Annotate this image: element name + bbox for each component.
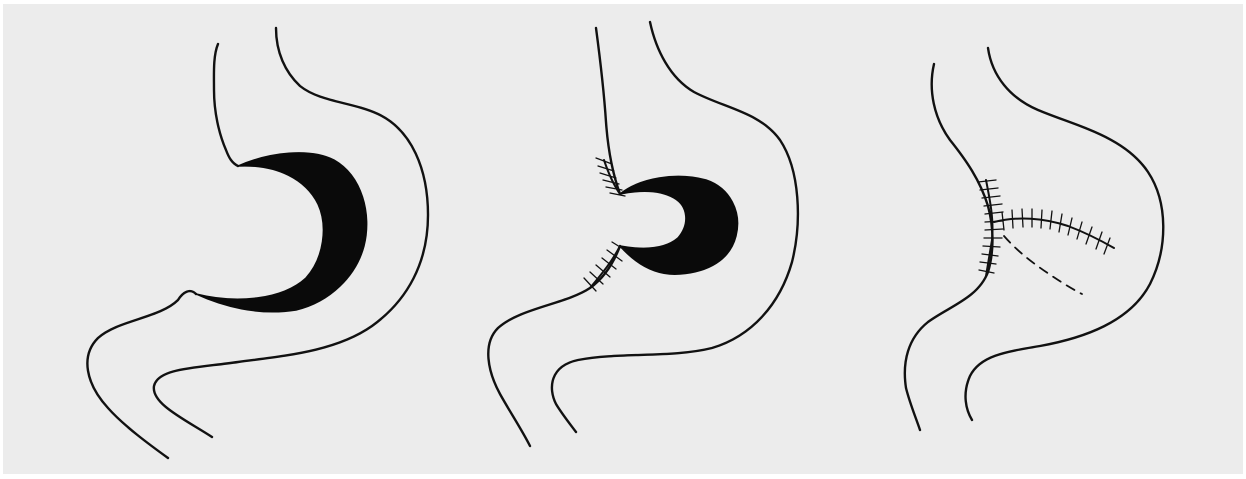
stomach-drawing-2 — [488, 22, 798, 446]
antrum-line-1 — [87, 291, 196, 458]
greater-curvature-line-3 — [966, 48, 1164, 420]
stomach-drawing-1 — [87, 28, 428, 458]
crescent-defect-2 — [620, 176, 738, 274]
greater-curvature-line-1 — [154, 28, 428, 437]
suture-line-lower-2 — [590, 246, 620, 288]
lesser-curvature-line-3 — [905, 64, 993, 430]
stomach-drawing-3 — [905, 48, 1163, 430]
greater-curvature-line-2 — [552, 22, 798, 432]
crescent-defect-1 — [196, 153, 367, 312]
stitches-horizontal-3 — [1002, 209, 1110, 254]
dashed-guide-line-3 — [1004, 236, 1082, 294]
suture-line-horizontal-3 — [994, 219, 1114, 248]
lesser-curvature-line-1 — [214, 44, 238, 166]
